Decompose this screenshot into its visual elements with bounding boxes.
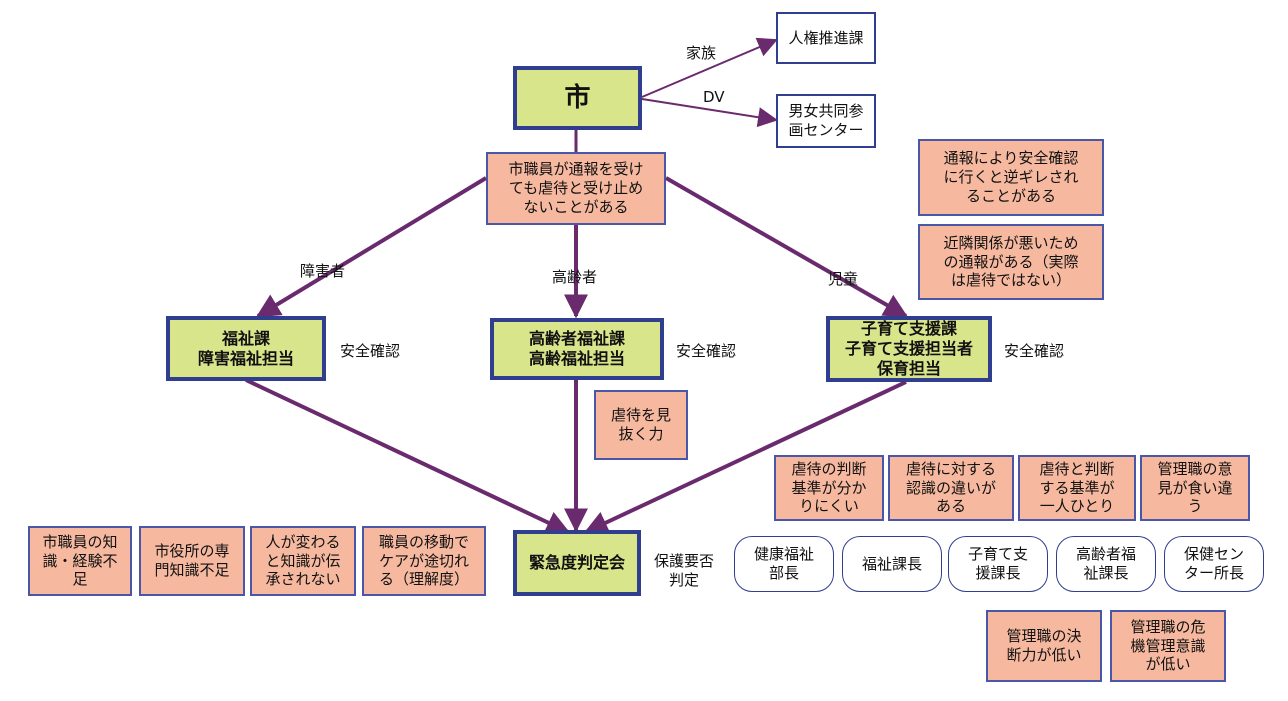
issue-criteria-unclear: 虐待の判断 基準が分か りにくい	[774, 455, 884, 521]
issue-manager-decision: 管理職の決 断力が低い	[986, 610, 1102, 682]
member-elderly-welfare-chief: 高齢者福 祉課長	[1056, 536, 1156, 592]
city-node: 市	[513, 66, 642, 130]
safety-check-label-1: 安全確認	[340, 342, 401, 360]
issue-detect: 虐待を見 抜く力	[594, 390, 688, 460]
issue-knowledge-transfer: 人が変わる と知識が伝 承されない	[250, 526, 356, 596]
urgency-meeting: 緊急度判定会	[513, 530, 641, 596]
issue-staff-report: 市職員が通報を受け ても虐待と受け止め ないことがある	[486, 152, 666, 225]
edge-label-child: 児童	[828, 270, 859, 288]
arrow-city-to-gender-center	[641, 98, 778, 128]
welfare-dept: 福祉課 障害福祉担当	[166, 316, 326, 381]
safety-check-label-2: 安全確認	[676, 342, 737, 360]
member-health-welfare-director: 健康福祉 部長	[734, 536, 834, 592]
issue-staff-transfer: 職員の移動で ケアが途切れ る（理解度）	[362, 526, 486, 596]
issue-retaliation: 通報により安全確認 に行くと逆ギレされ ることがある	[918, 139, 1104, 216]
protection-judgment-label: 保護要否 判定	[654, 552, 715, 589]
edge-label-disabled: 障害者	[300, 262, 346, 280]
issue-individual-criteria: 虐待と判断 する基準が 一人ひとり	[1018, 455, 1136, 521]
member-health-center-director: 保健セン ター所長	[1164, 536, 1264, 592]
elderly-dept: 高齢者福祉課 高齢福祉担当	[490, 318, 664, 380]
arrow-report-to-child	[665, 176, 909, 318]
issue-manager-disagree: 管理職の意 見が食い違 う	[1140, 455, 1250, 521]
edge-label-family: 家族	[686, 44, 717, 62]
arrow-child-to-urgency	[583, 380, 907, 534]
human-rights-dept: 人権推進課	[776, 12, 876, 64]
issue-manager-crisis: 管理職の危 機管理意識 が低い	[1110, 610, 1226, 682]
arrow-report-to-welfare	[255, 176, 488, 318]
gender-center-dept: 男女共同参 画センター	[776, 94, 876, 148]
issue-expertise-lack: 市役所の専 門知識不足	[139, 526, 245, 596]
arrow-welfare-to-urgency	[245, 378, 571, 534]
issue-neighbor: 近隣関係が悪いため の通報がある（実際 は虐待ではない）	[918, 224, 1104, 300]
member-welfare-chief: 福祉課長	[842, 536, 942, 592]
member-childcare-chief: 子育て支 援課長	[948, 536, 1048, 592]
child-dept: 子育て支援課 子育て支援担当者 保育担当	[826, 316, 992, 382]
edge-label-dv: DV	[703, 88, 725, 106]
edge-label-elderly: 高齢者	[552, 268, 598, 286]
issue-knowledge-lack: 市職員の知 識・経験不 足	[28, 526, 132, 596]
arrow-city-to-human-rights	[641, 37, 778, 98]
issue-recognition-diff: 虐待に対する 認識の違いが ある	[888, 455, 1014, 521]
safety-check-label-3: 安全確認	[1004, 342, 1065, 360]
